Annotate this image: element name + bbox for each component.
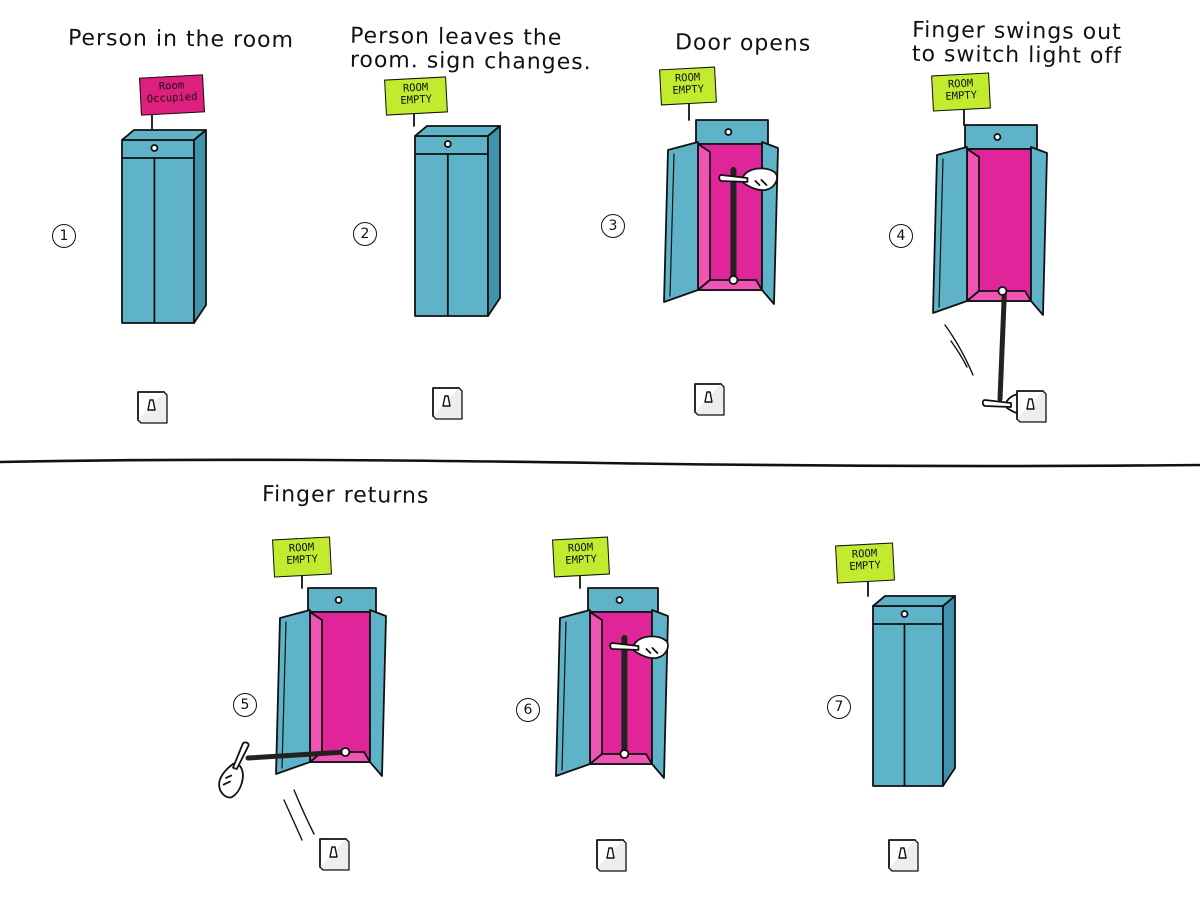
caption-step-4: Finger swings out to switch light off [911, 17, 1123, 70]
sensor-eye [993, 133, 1002, 141]
sign-step-2: ROOM EMPTY [384, 76, 448, 116]
light-switch-icon [137, 391, 168, 424]
light-switch-icon [319, 838, 350, 871]
sign-step-6: ROOM EMPTY [552, 536, 610, 578]
door-right [369, 609, 387, 777]
motion-lines-icon [944, 324, 974, 376]
booth-step-7 [867, 581, 956, 787]
arm-pivot [997, 286, 1008, 296]
light-switch-icon [596, 839, 627, 872]
sensor-eye [150, 144, 159, 152]
caption-step-3: Door opens [674, 30, 812, 57]
door-left [663, 141, 699, 303]
finger-arm [245, 749, 348, 761]
caption-step-5: Finger returns [261, 482, 430, 509]
step-number-1: 1 [52, 224, 76, 248]
booth-top [414, 125, 501, 137]
caption-step-2: Person leaves the room. sign changes. [349, 23, 592, 76]
light-switch-icon [432, 387, 463, 420]
step-number-7: 7 [827, 695, 851, 719]
interior-wall [589, 611, 603, 765]
finger-arm [997, 288, 1007, 402]
step-number-6: 6 [516, 698, 540, 722]
pointing-hand-icon [609, 635, 669, 660]
step-number-4: 4 [889, 224, 913, 248]
pointing-hand-icon [718, 167, 778, 192]
light-switch-icon [694, 383, 725, 416]
booth-front [872, 605, 944, 787]
motion-lines-icon [283, 789, 315, 841]
door-left [932, 146, 968, 314]
caption-step-1: Person in the room [67, 25, 295, 54]
pointing-hand-icon [218, 741, 250, 799]
step-number-2: 2 [353, 222, 377, 246]
door-left [555, 609, 591, 777]
light-switch-icon [1016, 390, 1047, 423]
light-switch-icon [888, 839, 919, 872]
booth-step-1 [121, 111, 207, 324]
step-number-3: 3 [601, 214, 625, 238]
sensor-eye [615, 596, 624, 604]
row-divider [0, 458, 1200, 468]
sign-step-5: ROOM EMPTY [272, 536, 332, 578]
booth-side [487, 125, 501, 317]
sign-step-4: ROOM EMPTY [931, 72, 991, 112]
door-left [275, 609, 311, 775]
sensor-eye [724, 128, 733, 136]
arm-pivot [340, 747, 351, 757]
booth-side [193, 129, 207, 324]
interior-wall [966, 148, 980, 302]
door-right [1030, 146, 1048, 316]
arm-pivot [619, 749, 630, 759]
door-right [761, 141, 779, 305]
booth-step-6 [555, 575, 669, 779]
booth-front [121, 139, 195, 324]
sign-step-7: ROOM EMPTY [835, 542, 895, 584]
sensor-eye [443, 140, 452, 148]
booth-top [872, 595, 956, 607]
booth-step-2 [413, 111, 501, 317]
step-number-5: 5 [233, 693, 257, 717]
booth-step-5 [245, 575, 387, 777]
sign-step-1: Room Occupied [139, 74, 205, 116]
booth-step-4 [932, 109, 1048, 402]
sensor-eye [900, 610, 909, 618]
booth-step-3 [663, 103, 779, 305]
booth-side [942, 595, 956, 787]
sign-step-3: ROOM EMPTY [659, 66, 717, 106]
interior-wall [309, 611, 323, 763]
interior-wall [697, 143, 711, 291]
sensor-eye [334, 596, 343, 604]
door-right [651, 609, 669, 779]
arm-pivot [728, 275, 739, 285]
booth-top [121, 129, 207, 141]
booth-front [414, 135, 489, 317]
